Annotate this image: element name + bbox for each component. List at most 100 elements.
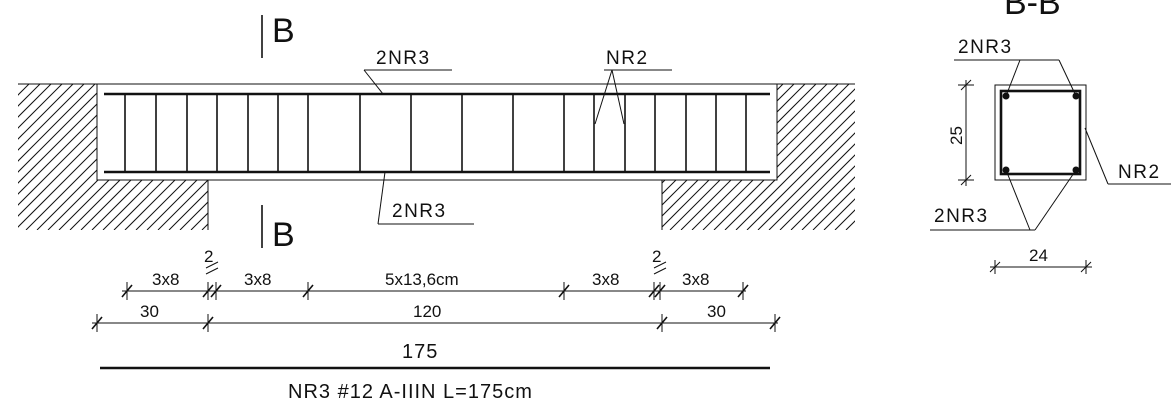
hatch-line (823, 84, 855, 230)
hatch-line (691, 84, 839, 230)
hatch-line (124, 84, 208, 230)
leader-top-bars: 2NR3 (363, 48, 452, 95)
dim-right-3x8-b: 3x8 (682, 270, 709, 289)
dim-tick (202, 316, 214, 330)
hatch-line (662, 84, 773, 230)
hatch-line (18, 84, 118, 230)
bar-schedule-label: NR3 #12 A-IIIN L=175cm (288, 381, 533, 403)
dim-tick (91, 316, 103, 330)
hatch-line (168, 84, 208, 230)
hatch-line (662, 84, 674, 230)
hatch-line (18, 84, 63, 230)
section-label-stirrup: NR2 (1118, 162, 1161, 183)
hatch-line (18, 84, 129, 230)
hatch-line (779, 84, 855, 230)
section-height-dim: 25 (947, 126, 966, 145)
hatch-line (669, 84, 817, 230)
hatch-line (801, 84, 855, 230)
hatch-line (25, 84, 173, 230)
hatch-line (246, 84, 392, 230)
hatch-line (18, 84, 107, 230)
hatch-line (735, 84, 855, 230)
hatch-line (662, 84, 784, 230)
dim-tick (769, 316, 781, 330)
hatch-line (213, 84, 359, 230)
hatch-line (662, 84, 806, 230)
dim-tick (202, 284, 214, 298)
section-stirrup (999, 89, 1082, 176)
hatch-line (768, 84, 855, 230)
label-stirrups: NR2 (606, 48, 649, 69)
section-label-top: 2NR3 (958, 37, 1013, 58)
hatch-line (680, 84, 828, 230)
dim-tick (656, 316, 668, 330)
hatch-line (662, 84, 751, 230)
hatch-line (18, 84, 19, 230)
leader-bottom-bars: 2NR3 (377, 171, 474, 225)
dimension-row-2: 30 120 30 (91, 302, 781, 332)
hatch-line (713, 84, 855, 230)
hatch-line (662, 84, 696, 230)
hatch-line (18, 84, 151, 230)
hatch-line (47, 84, 195, 230)
right-support-wall (661, 83, 1146, 230)
dim-30-left: 30 (140, 302, 159, 321)
hatch-line (18, 84, 74, 230)
section-b-b: B-B 2NR3 NR2 2NR3 25 24 (930, 0, 1171, 274)
hatch-line (724, 84, 855, 230)
hatch-line (967, 84, 1113, 230)
stirrups-group (124, 94, 747, 172)
hatch-line (224, 84, 370, 230)
hatch-line (257, 84, 403, 230)
dim-right-3x8-a: 3x8 (592, 270, 619, 289)
hatch-line (80, 84, 208, 230)
dim-left-3x8-a: 3x8 (152, 270, 179, 289)
dim-tick (210, 284, 222, 298)
hatch-line (746, 84, 855, 230)
hatch-line (757, 84, 855, 230)
section-label-bottom: 2NR3 (934, 206, 989, 227)
beam-outline (96, 83, 778, 181)
dim-tick (654, 284, 666, 298)
hatch-line (146, 84, 208, 230)
hatch-line (157, 84, 208, 230)
section-mark-top-letter: B (272, 12, 295, 50)
hatch-line (18, 84, 96, 230)
dim-tick (302, 284, 314, 298)
dimension-row-1: 3x8 2 3x8 5x13,6cm 3x8 2 3x8 (121, 247, 749, 300)
hatch-line (135, 84, 208, 230)
hatch-line (18, 84, 162, 230)
hatch-line (190, 84, 208, 230)
hatch-line (989, 84, 1135, 230)
hatch-line (18, 84, 41, 230)
section-outline (994, 84, 1087, 181)
hatch-line (201, 84, 208, 230)
label-bottom-bars: 2NR3 (392, 201, 447, 222)
dim-tick (121, 284, 133, 298)
hatch-line (18, 84, 85, 230)
hatch-line (91, 84, 208, 230)
hatch-line (662, 84, 762, 230)
dim-120: 120 (413, 302, 441, 321)
dim-tick (737, 284, 749, 298)
dim-left-gap-2: 2 (204, 247, 213, 266)
dim-30-right: 30 (707, 302, 726, 321)
dim-right-gap-2: 2 (652, 247, 661, 266)
dim-middle-5x13-6: 5x13,6cm (385, 270, 459, 289)
hatch-line (1000, 84, 1146, 230)
hatch-line (662, 84, 707, 230)
section-mark-top: B (261, 12, 295, 58)
hatch-line (179, 84, 208, 230)
dim-left-3x8-b: 3x8 (244, 270, 271, 289)
hatch-line (58, 84, 206, 230)
leader-stirrups: NR2 (594, 48, 672, 125)
dim-tick (648, 284, 660, 298)
section-mark-bottom: B (261, 205, 295, 254)
section-mark-bottom-letter: B (272, 216, 295, 254)
hatch-line (662, 84, 663, 230)
section-title: B-B (1004, 0, 1061, 22)
hatch-line (662, 84, 718, 230)
label-top-bars: 2NR3 (376, 48, 431, 69)
hatch-line (662, 84, 740, 230)
